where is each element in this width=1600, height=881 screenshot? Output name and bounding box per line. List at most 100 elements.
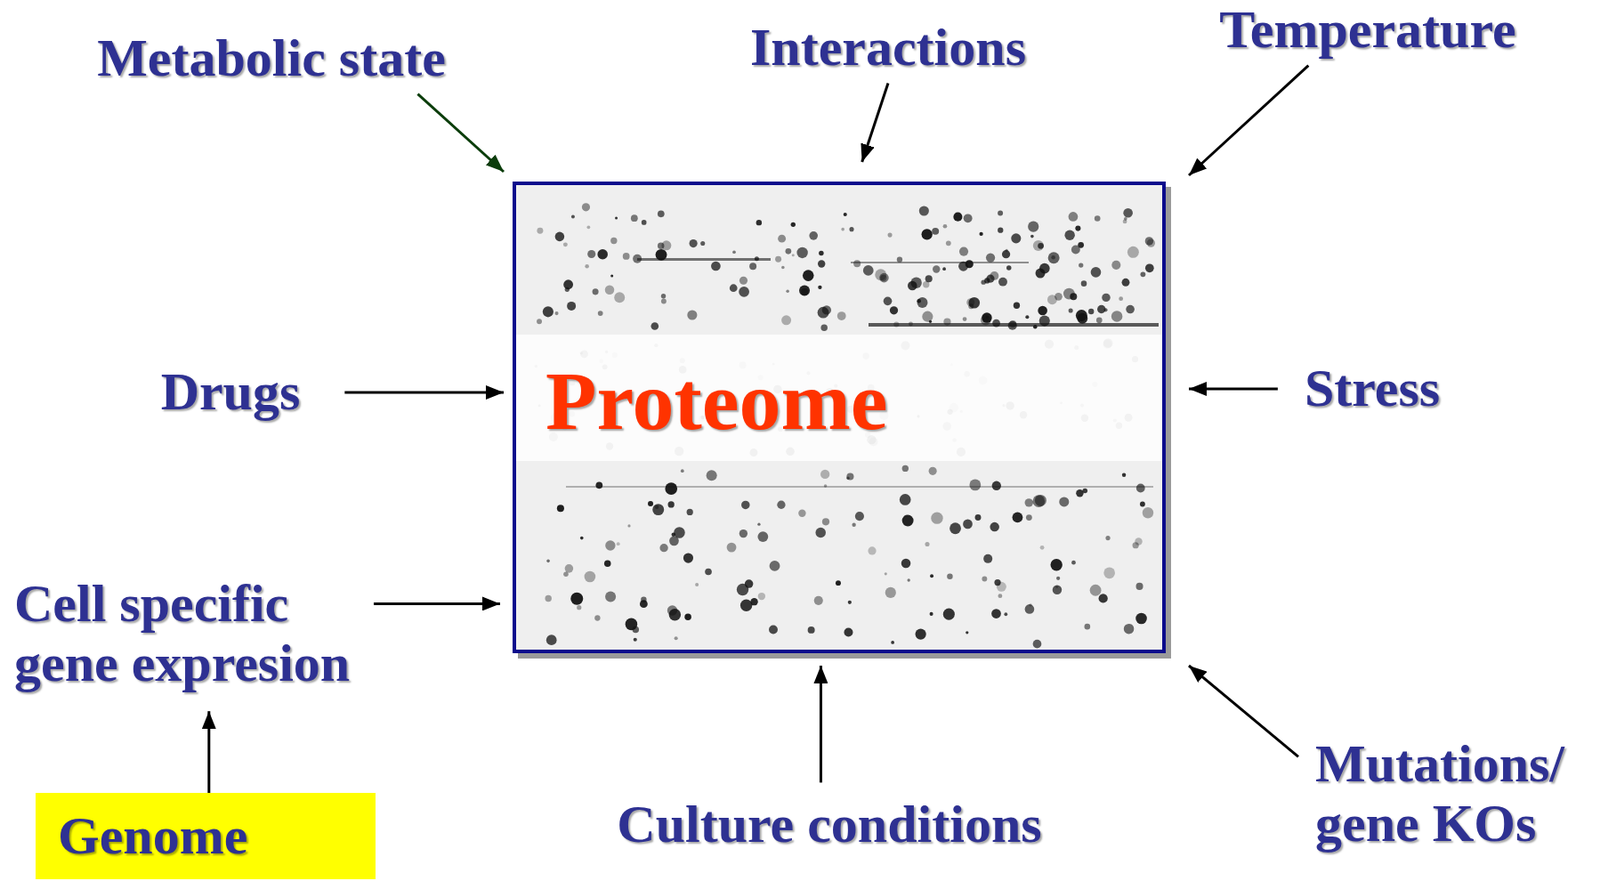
gel-spot [732,250,736,254]
gel-spot [1008,321,1018,331]
gel-spot [884,572,888,575]
gel-spot [890,640,895,645]
gel-spot [749,262,757,270]
gel-spot [667,605,678,615]
gel-spot [546,559,550,564]
gel-spot [843,627,853,637]
gel-spot [867,546,876,555]
gel-spot [975,514,982,521]
gel-spot [1068,211,1079,222]
gel-spot [584,571,597,583]
gel-spot [776,501,785,510]
gel-spot [1071,560,1076,566]
gel-spot [785,248,792,255]
gel-spot [863,265,874,276]
gel-spot [815,527,826,539]
influence-arrow [819,665,823,783]
gel-spot [901,558,912,569]
gel-spot [756,219,762,226]
gel-spot [1064,230,1075,241]
gel-spot [791,222,796,227]
gel-spot [641,219,647,226]
gel-spot [1090,584,1102,597]
gel-spot [985,274,994,283]
gel-spot [557,504,565,512]
gel-background [512,181,1166,654]
factor-label: Drugs [161,362,301,422]
gel-spot [739,529,748,538]
gel-spot [843,212,848,217]
gel-spot [1002,250,1011,259]
gel-spot [959,247,969,257]
gel-spot [669,536,679,547]
gel-spot [785,289,790,293]
gel-spot [655,249,668,261]
gel-spot [917,297,929,308]
gel-spot [1048,251,1060,264]
gel-spot [851,523,856,527]
gel-spot [570,592,583,606]
gel-spot [627,524,631,527]
gel-spot [931,227,939,235]
gel-spot [686,509,694,516]
gel-spot [943,608,955,621]
gel-spot [835,580,841,586]
gel-spot [586,225,590,229]
gel-spot [799,285,810,297]
gel-spot [659,543,668,552]
influence-arrow [373,602,501,606]
gel-spot [943,224,948,229]
gel-spot [906,578,910,582]
gel-spot [992,481,1002,491]
gel-spot [1037,306,1048,316]
gel-spot [846,472,854,480]
gel-spot [1032,494,1045,508]
gel-spot [754,256,760,261]
gel-spot [594,614,600,621]
gel-spot [580,536,584,541]
influence-arrow [344,391,504,395]
influence-arrow [1188,665,1299,757]
gel-spot [817,307,830,319]
gel-spot [978,232,983,236]
gel-spot [639,599,648,608]
factor-text: Drugs [161,362,301,422]
gel-spot [554,311,558,316]
gel-spot [1097,305,1106,314]
gel-spot [896,257,903,263]
gel-spot [1103,566,1116,579]
gel-spot [962,519,973,530]
gel-spot [983,554,993,564]
gel-spot [907,281,918,291]
gel-spot [1136,582,1144,590]
connectors [209,65,1310,793]
gel-spot [818,250,825,257]
gel-spot [1050,558,1062,571]
gel-spot [1111,310,1124,323]
gel-spot [1123,623,1134,634]
gel-spot [1139,501,1146,508]
gel-spot [840,227,845,232]
gel-spot [729,283,738,292]
gel-spot [563,242,568,247]
gel-spot [822,517,830,526]
gel-spot [1142,507,1154,518]
gel-spot [711,261,721,272]
gel-spot [775,256,782,263]
gel-spot [883,296,893,306]
gel-spot [1006,265,1011,270]
gel-spot [1074,226,1081,232]
gel-spot [902,515,914,527]
gel-spot [652,503,664,516]
genome-box: Genome [35,792,376,880]
gel-spot [985,252,995,262]
gel-spot [824,484,827,487]
gel-spot [929,573,934,578]
gel-spot [915,629,927,640]
gel-spot [992,319,1001,328]
gel-spot [1123,208,1133,219]
title-band [516,334,1163,461]
gel-spot [647,501,654,507]
gel-spot [595,481,603,489]
